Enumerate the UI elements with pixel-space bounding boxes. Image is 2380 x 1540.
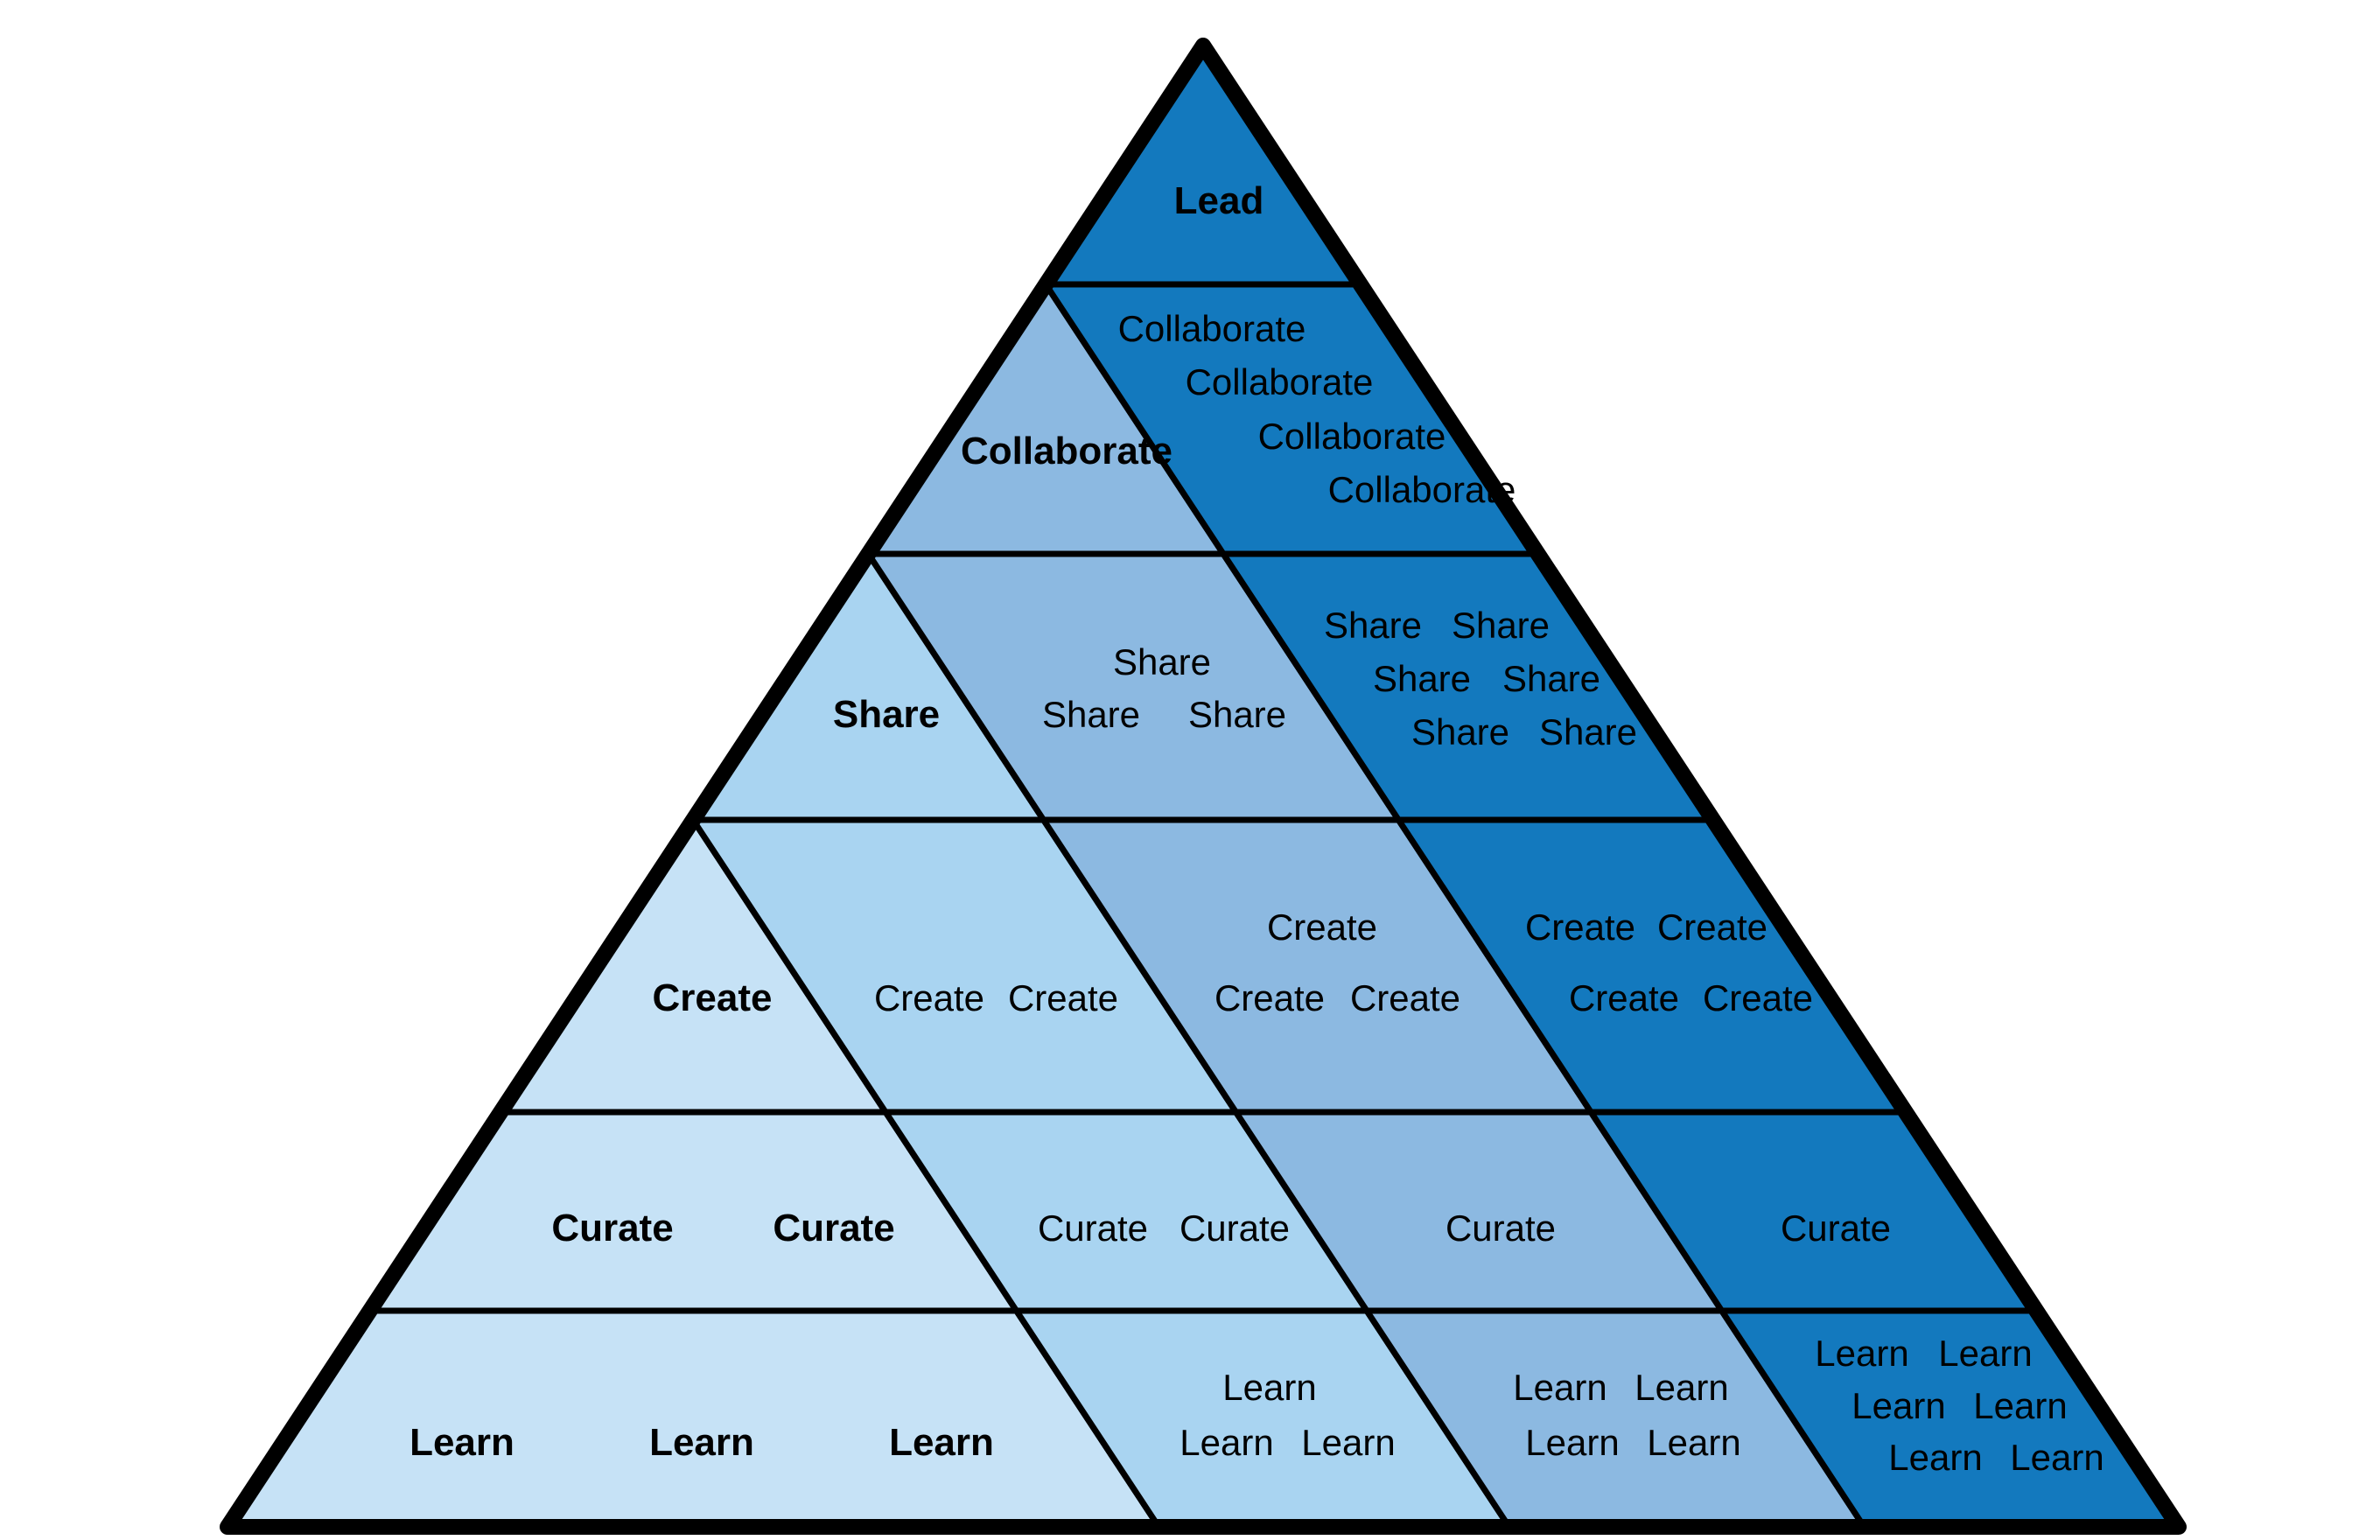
cell-label-collaborate-2: Collaborate — [1186, 361, 1374, 402]
cell-label-learn-2: Learn — [1301, 1422, 1395, 1463]
cell-label-create-2: Create — [1008, 977, 1118, 1018]
cell-label-create-3: Create — [1214, 977, 1325, 1018]
cell-label-share-3: Share — [1411, 711, 1509, 752]
cell-label-learn-1: Learn — [410, 1421, 514, 1464]
cell-label-create-2: Create — [874, 977, 984, 1018]
cell-label-share-3: Share — [1539, 711, 1637, 752]
cell-label-create-4: Create — [1525, 906, 1635, 948]
cell-label-learn-4: Learn — [1852, 1385, 1945, 1426]
cell-label-learn-4: Learn — [1888, 1437, 1982, 1478]
cell-label-learn-1: Learn — [649, 1421, 754, 1464]
cell-label-share-3: Share — [1373, 658, 1471, 699]
cell-label-curate-4: Curate — [1781, 1208, 1891, 1249]
cell-label-curate-2: Curate — [1180, 1208, 1290, 1249]
cell-label-collaborate-2: Collaborate — [1258, 416, 1446, 457]
cell-label-share-2: Share — [1113, 641, 1211, 682]
cell-label-curate-1: Curate — [773, 1207, 894, 1250]
cell-label-learn-3: Learn — [1525, 1422, 1619, 1463]
cell-label-collaborate-1: Collaborate — [961, 430, 1172, 472]
cell-label-create-4: Create — [1569, 977, 1679, 1018]
cell-label-collaborate-2: Collaborate — [1118, 308, 1306, 349]
cell-label-learn-2: Learn — [1180, 1422, 1273, 1463]
cell-label-share-1: Share — [833, 693, 940, 736]
pyramid-outer-border — [220, 38, 2187, 1535]
cell-label-share-2: Share — [1188, 694, 1286, 735]
cell-label-learn-4: Learn — [1815, 1333, 1908, 1374]
cell-label-share-2: Share — [1042, 694, 1140, 735]
cell-label-learn-3: Learn — [1634, 1367, 1728, 1408]
cell-label-learn-3: Learn — [1513, 1367, 1606, 1408]
pyramid-cell-lead-1 — [1040, 39, 1367, 288]
cell-label-create-4: Create — [1703, 977, 1813, 1018]
cell-label-curate-1: Curate — [551, 1207, 673, 1250]
cell-label-learn-1: Learn — [889, 1421, 994, 1464]
cell-label-learn-4: Learn — [1938, 1333, 2032, 1374]
pyramid-cell-learn-1 — [221, 1307, 1165, 1530]
cell-label-curate-3: Curate — [1446, 1208, 1556, 1249]
cell-label-share-3: Share — [1324, 605, 1422, 646]
cell-label-lead-1: Lead — [1174, 179, 1264, 222]
cell-label-create-3: Create — [1267, 906, 1377, 948]
cell-label-create-1: Create — [653, 976, 773, 1019]
cell-label-share-3: Share — [1452, 605, 1550, 646]
cell-label-learn-4: Learn — [2010, 1437, 2104, 1478]
cell-label-learn-4: Learn — [1973, 1385, 2067, 1426]
cell-label-create-3: Create — [1350, 977, 1460, 1018]
cell-label-collaborate-2: Collaborate — [1328, 469, 1516, 510]
cell-label-curate-2: Curate — [1038, 1208, 1148, 1249]
cell-label-create-4: Create — [1657, 906, 1768, 948]
cell-label-learn-2: Learn — [1222, 1367, 1316, 1408]
cell-label-share-3: Share — [1502, 658, 1600, 699]
cell-label-learn-3: Learn — [1647, 1422, 1740, 1463]
